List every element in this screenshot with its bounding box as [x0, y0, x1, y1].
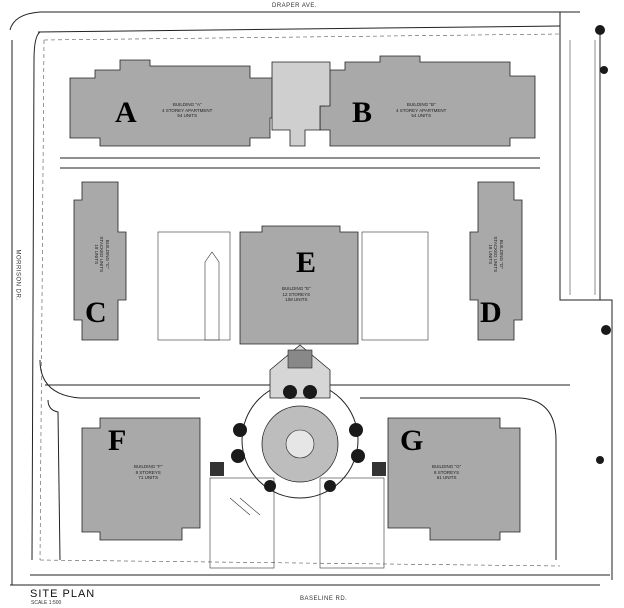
planters	[210, 462, 386, 476]
building-g-letter: G	[400, 424, 424, 457]
building-g-footprint	[387, 417, 521, 541]
east-parking-stalls	[569, 40, 596, 295]
building-a-letter: A	[115, 96, 137, 129]
building-e-name: BUILDING "E"	[282, 286, 311, 291]
building-a-note: BUILDING "A" 4 STOREY APARTMENT 54 UNITS	[162, 102, 212, 119]
building-f-note: BUILDING "F" 8 STOREYS 71 UNITS	[134, 464, 162, 481]
entrance-plaza	[269, 344, 331, 399]
building-b-units: 54 UNITS	[411, 113, 432, 118]
building-e-units: 108 UNITS	[285, 297, 308, 302]
building-f-letter: F	[108, 424, 127, 457]
plan-title: SITE PLAN	[30, 588, 96, 600]
building-d-footprint	[469, 181, 523, 341]
building-a-name: BUILDING "A"	[172, 102, 202, 107]
road-edges	[9, 11, 613, 586]
building-e-footprint	[239, 225, 359, 345]
plan-scale: SCALE 1:500	[31, 600, 62, 606]
building-d-note: BUILDING "D" STACKED UNITS 18 UNITS	[488, 236, 505, 273]
building-c-name: BUILDING "C"	[105, 239, 111, 269]
building-e-letter: E	[296, 246, 317, 279]
building-b-letter: B	[352, 96, 373, 129]
building-g-units: 61 UNITS	[436, 475, 457, 480]
building-d-name: BUILDING "D"	[499, 239, 505, 269]
building-a-units: 54 UNITS	[177, 113, 198, 118]
building-d-letter: D	[480, 296, 502, 329]
building-f-name: BUILDING "F"	[134, 464, 163, 469]
central-parking-aisles	[157, 231, 429, 341]
property-line	[39, 33, 561, 567]
building-b-storeys: 4 STOREY APARTMENT	[396, 107, 447, 113]
south-driveways	[209, 477, 385, 569]
building-g-name: BUILDING "G"	[432, 464, 462, 469]
building-c-letter: C	[85, 296, 107, 329]
building-a-storeys: 4 STOREY APARTMENT	[162, 107, 213, 113]
building-c-storeys: STACKED UNITS	[99, 236, 105, 273]
building-f-storeys: 8 STOREYS	[135, 469, 161, 475]
building-b-name: BUILDING "B"	[406, 102, 436, 107]
building-b-note: BUILDING "B" 4 STOREY APARTMENT 54 UNITS	[396, 102, 446, 119]
building-g-storeys: 8 STOREYS	[434, 469, 460, 475]
building-d-storeys: STACKED UNITS	[493, 236, 499, 273]
building-e-storeys: 12 STOREYS	[282, 291, 311, 297]
landscape-trees	[231, 25, 611, 492]
road-label-south: BASELINE RD.	[300, 596, 348, 602]
building-f-footprint	[81, 417, 201, 541]
building-g-note: BUILDING "G" 8 STOREYS 61 UNITS	[432, 464, 461, 481]
building-c-note: BUILDING "C" STACKED UNITS 18 UNITS	[94, 236, 111, 273]
building-c-footprint	[73, 181, 127, 341]
road-label-west: MORRISON DR.	[14, 249, 21, 301]
roundabout	[241, 381, 359, 499]
building-f-units: 71 UNITS	[138, 475, 159, 480]
building-e-note: BUILDING "E" 12 STOREYS 108 UNITS	[282, 286, 311, 303]
parkade-entrance-connector	[271, 61, 331, 147]
road-label-north: DRAPER AVE.	[272, 3, 318, 9]
